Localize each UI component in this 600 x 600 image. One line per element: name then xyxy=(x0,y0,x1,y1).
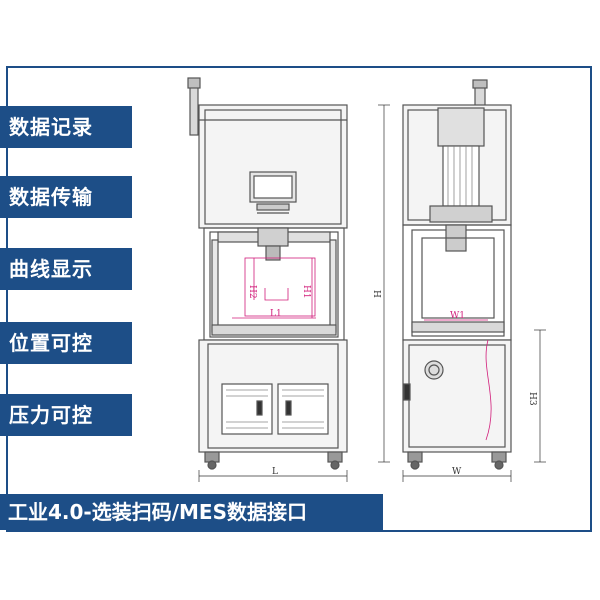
side-view xyxy=(402,79,512,470)
dim-W1: W1 xyxy=(450,311,465,321)
feature-label-pressure-control: 压力可控 xyxy=(0,394,132,436)
dim-H2: H2 xyxy=(247,285,257,299)
feature-label-data-transfer: 数据传输 xyxy=(0,176,132,218)
feature-label-position-control: 位置可控 xyxy=(0,322,132,364)
front-view xyxy=(187,77,348,470)
front-dimensions xyxy=(232,257,316,319)
feature-label-data-record: 数据记录 xyxy=(0,106,132,148)
dim-H1: H1 xyxy=(301,285,311,299)
dim-H3: H3 xyxy=(527,392,537,406)
feature-label-curve-display: 曲线显示 xyxy=(0,248,132,290)
footer-banner: 工业4.0-选装扫码/MES数据接口 xyxy=(0,494,383,530)
dim-H: H xyxy=(371,290,381,298)
dim-W: W xyxy=(452,467,462,477)
dim-L1: L1 xyxy=(270,309,282,319)
dim-L: L xyxy=(272,467,278,477)
